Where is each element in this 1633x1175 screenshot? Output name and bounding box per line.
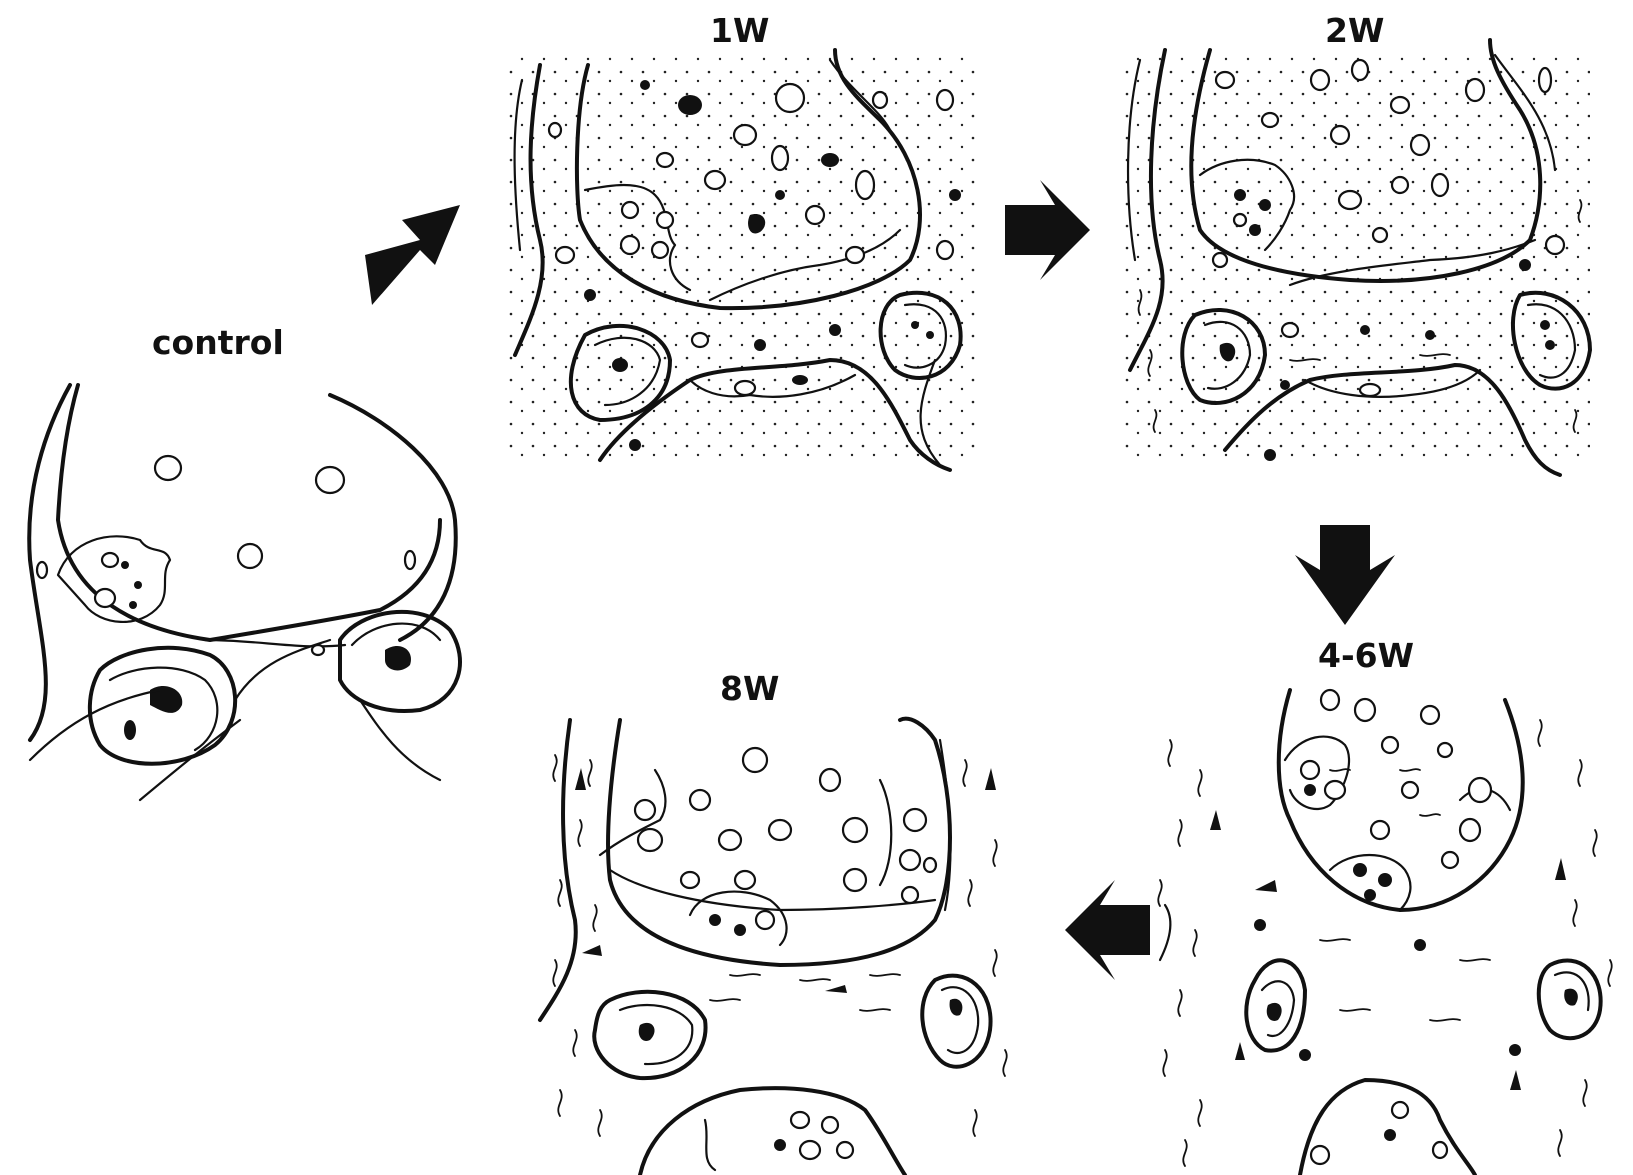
arrow-2w-to-4-6w xyxy=(1295,525,1395,625)
label-8w: 8W xyxy=(720,669,779,708)
panel-2w: 2W xyxy=(1120,11,1590,475)
label-2w: 2W xyxy=(1325,11,1384,50)
label-control: control xyxy=(152,323,284,362)
arrow-control-to-1w xyxy=(365,205,460,305)
arrow-1w-to-2w xyxy=(1005,180,1090,280)
panel-control: control xyxy=(29,323,460,800)
exudate-stipple xyxy=(1120,55,1590,460)
panel-4-6w: 4-6W xyxy=(1158,636,1611,1175)
label-4-6w: 4-6W xyxy=(1318,636,1414,675)
panel-8w: 8W xyxy=(540,669,1007,1175)
arrow-4-6w-to-8w xyxy=(1065,880,1150,980)
panel-1w: 1W xyxy=(505,11,975,470)
label-1w: 1W xyxy=(710,11,769,50)
